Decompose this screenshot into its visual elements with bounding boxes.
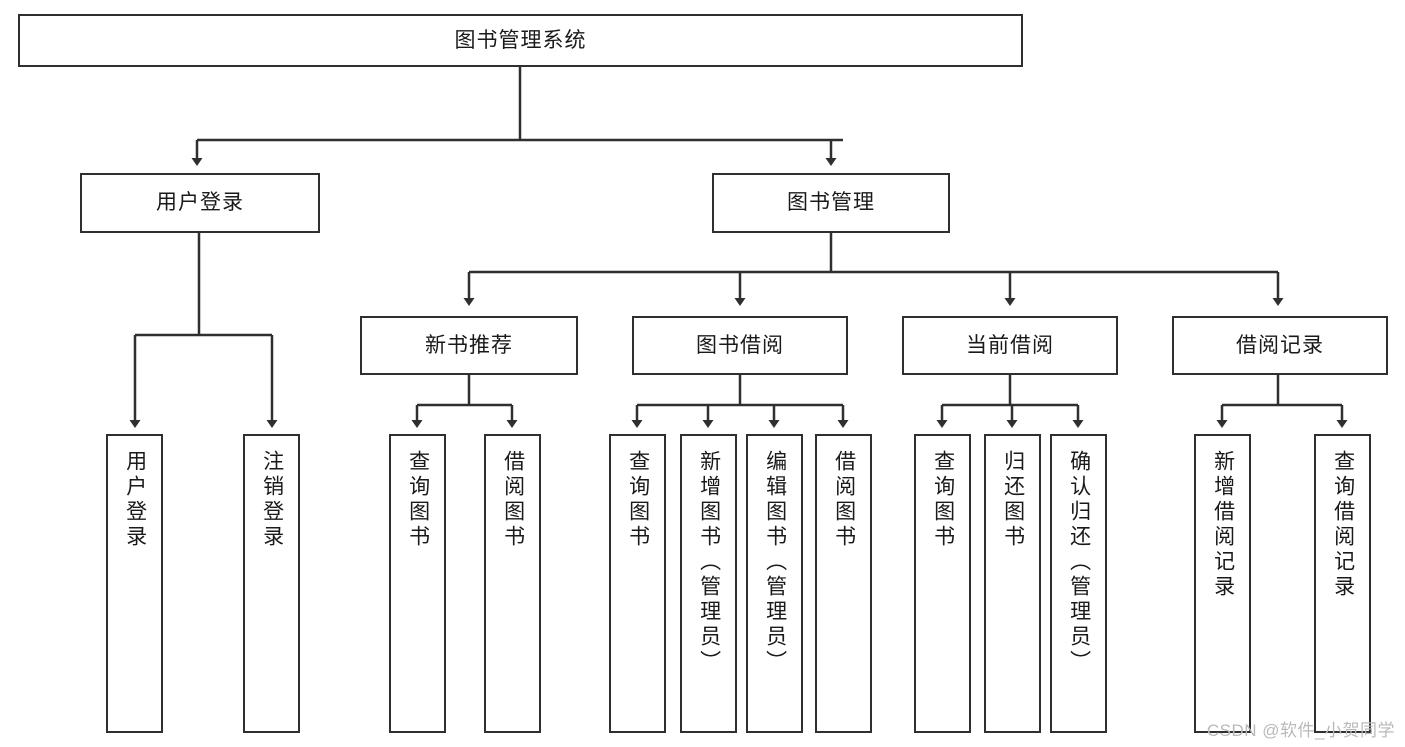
node-label: 图书管理 [787, 191, 875, 215]
node-label: 确认归还（管理员） [1067, 450, 1091, 675]
csdn-watermark: CSDN @软件_小贺同学 [1206, 721, 1395, 740]
node-label: 归还图书 [1001, 450, 1025, 550]
node-label: 新增图书（管理员） [697, 450, 721, 675]
node-borrow-record[interactable]: 借阅记录 [1172, 316, 1388, 375]
node-user-login-module[interactable]: 用户登录 [80, 173, 320, 233]
node-root-book-management-system[interactable]: 图书管理系统 [18, 14, 1023, 67]
node-label: 借阅图书 [832, 450, 856, 550]
leaf-record-add-borrow-record[interactable]: 新增借阅记录 [1194, 434, 1251, 733]
node-label: 新增借阅记录 [1211, 450, 1235, 600]
leaf-current-return-book[interactable]: 归还图书 [984, 434, 1041, 733]
node-label: 当前借阅 [966, 333, 1054, 357]
node-label: 用户登录 [156, 191, 244, 215]
node-label: 借阅图书 [501, 450, 525, 550]
node-label: 查询图书 [406, 450, 430, 550]
node-label: 借阅记录 [1236, 333, 1324, 357]
leaf-borrow-query-book[interactable]: 查询图书 [609, 434, 666, 733]
leaf-recommend-query-book[interactable]: 查询图书 [389, 434, 446, 733]
node-label: 注销登录 [260, 450, 284, 550]
node-book-borrow[interactable]: 图书借阅 [632, 316, 848, 375]
node-label: 查询借阅记录 [1331, 450, 1355, 600]
leaf-borrow-add-book-admin[interactable]: 新增图书（管理员） [680, 434, 737, 733]
leaf-recommend-borrow-book[interactable]: 借阅图书 [484, 434, 541, 733]
node-label: 新书推荐 [425, 333, 513, 357]
node-label: 图书借阅 [696, 333, 784, 357]
node-new-book-recommend[interactable]: 新书推荐 [360, 316, 578, 375]
leaf-borrow-edit-book-admin[interactable]: 编辑图书（管理员） [746, 434, 803, 733]
leaf-record-query-borrow-record[interactable]: 查询借阅记录 [1314, 434, 1371, 733]
leaf-current-query-book[interactable]: 查询图书 [914, 434, 971, 733]
leaf-current-confirm-return-admin[interactable]: 确认归还（管理员） [1050, 434, 1107, 733]
node-label: 编辑图书（管理员） [763, 450, 787, 675]
node-label: 查询图书 [931, 450, 955, 550]
node-label: 用户登录 [123, 450, 147, 550]
leaf-user-login[interactable]: 用户登录 [106, 434, 163, 733]
node-label: 图书管理系统 [454, 28, 587, 52]
node-label: 查询图书 [626, 450, 650, 550]
leaf-user-logout[interactable]: 注销登录 [243, 434, 300, 733]
node-book-management-module[interactable]: 图书管理 [712, 173, 950, 233]
node-current-borrow[interactable]: 当前借阅 [902, 316, 1118, 375]
leaf-borrow-borrow-book[interactable]: 借阅图书 [815, 434, 872, 733]
